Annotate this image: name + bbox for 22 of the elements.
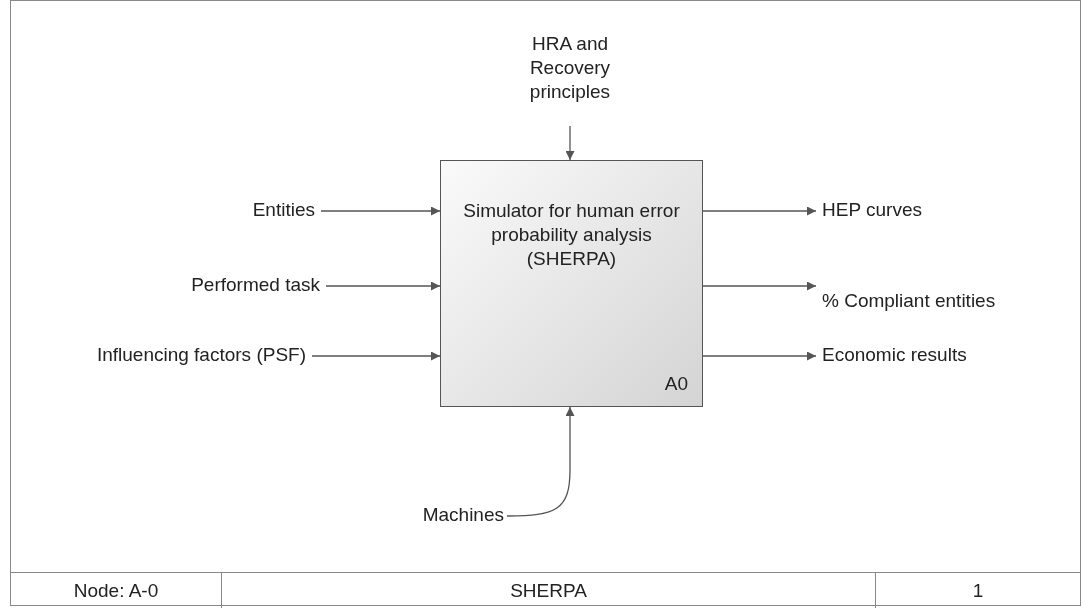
arrow	[320, 206, 441, 216]
arrow-label: Entities	[252, 198, 315, 222]
arrow-label: Machines	[422, 503, 504, 527]
arrow	[506, 406, 575, 517]
node-number-cell: Node: A-0	[11, 572, 222, 608]
arrow-label: Influencing factors (PSF)	[96, 343, 306, 367]
arrow	[565, 125, 575, 161]
node-id: A0	[664, 372, 688, 396]
arrow-label: Performed task	[191, 273, 320, 297]
arrow	[311, 351, 441, 361]
diagram-title-cell: SHERPA	[222, 572, 876, 608]
arrow	[325, 281, 441, 291]
arrow-label: Economic results	[822, 343, 967, 367]
arrow-label: HEP curves	[822, 198, 922, 222]
process-box	[440, 160, 703, 407]
arrow-label: % Compliant entities	[822, 289, 996, 313]
arrow	[702, 281, 817, 291]
arrow	[702, 351, 817, 361]
page-number-cell: 1	[876, 572, 1080, 608]
arrow-label: HRA and Recovery principles	[528, 32, 612, 104]
arrow	[702, 206, 817, 216]
process-label: Simulator for human error probability analysis (SHERPA)	[462, 199, 681, 271]
